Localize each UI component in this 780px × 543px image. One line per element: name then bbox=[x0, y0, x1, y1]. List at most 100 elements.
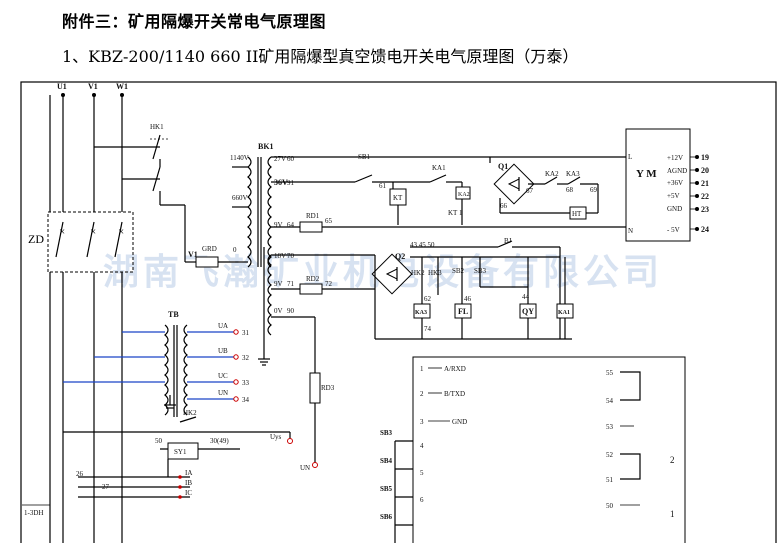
svg-text:+36V: +36V bbox=[667, 179, 683, 187]
svg-text:KA3: KA3 bbox=[415, 310, 427, 316]
svg-text:SB4: SB4 bbox=[380, 457, 393, 465]
fuse-grd: GRD bbox=[185, 245, 238, 268]
svg-text:27V: 27V bbox=[274, 155, 286, 163]
svg-text:RD3: RD3 bbox=[321, 384, 335, 392]
transformer-bk2: 18V 9V 0V 70 71 90 RD2 72 RD3 bbox=[258, 247, 375, 468]
svg-text:31: 31 bbox=[242, 329, 250, 337]
svg-text:Q1: Q1 bbox=[498, 162, 508, 171]
rectifier-q2-network: Q2 43 45 50 BJ HK2 HK3 SB2 SB3 62 46 44 … bbox=[371, 237, 574, 340]
svg-text:BJ: BJ bbox=[504, 237, 512, 245]
svg-text:RD1: RD1 bbox=[306, 212, 320, 220]
svg-text:×: × bbox=[90, 226, 96, 238]
svg-text:32: 32 bbox=[242, 354, 250, 362]
svg-text:19: 19 bbox=[701, 153, 709, 162]
svg-text:HK2: HK2 bbox=[411, 269, 425, 277]
svg-text:64: 64 bbox=[287, 221, 295, 229]
svg-text:HK1: HK1 bbox=[150, 123, 164, 131]
svg-text:+5V: +5V bbox=[667, 192, 680, 200]
svg-text:GND: GND bbox=[667, 205, 682, 213]
svg-text:IA: IA bbox=[185, 469, 192, 477]
svg-text:KA3: KA3 bbox=[566, 170, 580, 178]
svg-text:61: 61 bbox=[379, 182, 387, 190]
svg-text:46: 46 bbox=[464, 295, 472, 303]
svg-text:AGND: AGND bbox=[667, 167, 687, 175]
svg-text:33: 33 bbox=[242, 379, 250, 387]
phase-label-u1: U1 bbox=[57, 82, 67, 91]
svg-text:18V: 18V bbox=[274, 252, 286, 260]
svg-text:50: 50 bbox=[155, 437, 163, 445]
svg-text:74: 74 bbox=[424, 325, 432, 333]
svg-text:1140V: 1140V bbox=[230, 154, 249, 162]
svg-text:5: 5 bbox=[420, 469, 424, 477]
electrical-schematic: 湖南飞瀚矿业机电设备有限公司 U1 V1 W1 × × × ZD HK1 bbox=[20, 81, 777, 543]
svg-text:GRD: GRD bbox=[202, 245, 217, 253]
svg-text:26: 26 bbox=[76, 470, 84, 478]
svg-text:RD2: RD2 bbox=[306, 275, 320, 283]
svg-text:6: 6 bbox=[420, 496, 424, 504]
transformer-tb: TB UA UB UC UN 31 32 33 34 bbox=[63, 310, 250, 417]
svg-text:N: N bbox=[628, 227, 633, 235]
svg-text:SB1: SB1 bbox=[358, 153, 371, 161]
svg-text:44: 44 bbox=[522, 293, 530, 301]
svg-text:30(49): 30(49) bbox=[210, 437, 229, 445]
svg-text:91: 91 bbox=[287, 179, 295, 187]
svg-text:TB: TB bbox=[168, 310, 179, 319]
svg-text:KA1: KA1 bbox=[558, 310, 570, 316]
svg-text:UN: UN bbox=[300, 464, 310, 472]
svg-text:69: 69 bbox=[590, 186, 598, 194]
svg-text:20: 20 bbox=[701, 166, 709, 175]
svg-text:62: 62 bbox=[424, 295, 432, 303]
svg-text:60: 60 bbox=[287, 155, 295, 163]
svg-text:72: 72 bbox=[325, 280, 333, 288]
svg-text:L: L bbox=[628, 153, 632, 161]
svg-text:UA: UA bbox=[218, 322, 228, 330]
svg-text:21: 21 bbox=[701, 179, 709, 188]
svg-text:24: 24 bbox=[701, 225, 709, 234]
terminal-board: 1 A/RXD 2 B/TXD 3 GND 4 5 6 SB3 SB4 SB5 … bbox=[380, 356, 686, 543]
svg-text:22: 22 bbox=[701, 192, 709, 201]
svg-text:3: 3 bbox=[420, 418, 424, 426]
svg-text:×: × bbox=[59, 226, 65, 238]
svg-text:4: 4 bbox=[420, 442, 424, 450]
svg-text:Q2: Q2 bbox=[395, 252, 405, 261]
svg-text:KT 1: KT 1 bbox=[448, 209, 463, 217]
svg-text:660V: 660V bbox=[232, 194, 248, 202]
svg-text:IB: IB bbox=[185, 479, 192, 487]
svg-text:70: 70 bbox=[287, 252, 295, 260]
svg-text:HT: HT bbox=[572, 210, 582, 218]
svg-text:90: 90 bbox=[287, 307, 295, 315]
svg-text:UC: UC bbox=[218, 372, 228, 380]
svg-text:9V: 9V bbox=[274, 280, 283, 288]
svg-text:65: 65 bbox=[325, 217, 333, 225]
svg-text:KA2: KA2 bbox=[458, 192, 470, 198]
svg-text:KT: KT bbox=[393, 194, 403, 202]
svg-text:67: 67 bbox=[526, 187, 534, 195]
svg-text:BK1: BK1 bbox=[258, 142, 274, 151]
svg-text:2: 2 bbox=[420, 390, 424, 398]
svg-text:0V: 0V bbox=[274, 307, 283, 315]
svg-text:SB2: SB2 bbox=[452, 267, 465, 275]
svg-text:9V: 9V bbox=[274, 221, 283, 229]
svg-text:1: 1 bbox=[420, 365, 424, 373]
transformer-bk1: BK1 1140V 660V 0 27V 36V 9V 60 91 64 bbox=[230, 142, 295, 268]
svg-text:34: 34 bbox=[242, 396, 250, 404]
svg-text:50: 50 bbox=[606, 502, 614, 510]
diagram-subtitle: 1、KBZ-200/1140 660 II矿用隔爆型真空馈电开关电气原理图（万泰… bbox=[62, 47, 579, 66]
svg-text:V1: V1 bbox=[188, 250, 198, 259]
vacuum-contactor-zd: × × × ZD bbox=[28, 211, 134, 273]
svg-text:KA1: KA1 bbox=[432, 164, 446, 172]
svg-text:53: 53 bbox=[606, 423, 614, 431]
svg-text:0: 0 bbox=[233, 246, 237, 254]
svg-text:UB: UB bbox=[218, 347, 228, 355]
test-circuit-sy1: HK2 Uys 50 30(49) SY1 IA IB IC UN 26 27 … bbox=[22, 409, 310, 517]
svg-text:71: 71 bbox=[287, 280, 295, 288]
rectifier-q1: Q1 66 67 KA2 KA3 68 69 HT bbox=[493, 162, 599, 220]
svg-text:1-3DH: 1-3DH bbox=[24, 509, 43, 517]
svg-text:54: 54 bbox=[606, 397, 614, 405]
control-circuit-upper: SB1 61 KA1 KA2 KT KT 1 RD1 65 bbox=[271, 153, 626, 233]
svg-text:52: 52 bbox=[606, 451, 614, 459]
phase-label-w1: W1 bbox=[116, 82, 128, 91]
svg-text:55: 55 bbox=[606, 369, 614, 377]
schematic-border bbox=[20, 81, 777, 543]
isolator-hk1: HK1 V1 bbox=[94, 123, 198, 262]
